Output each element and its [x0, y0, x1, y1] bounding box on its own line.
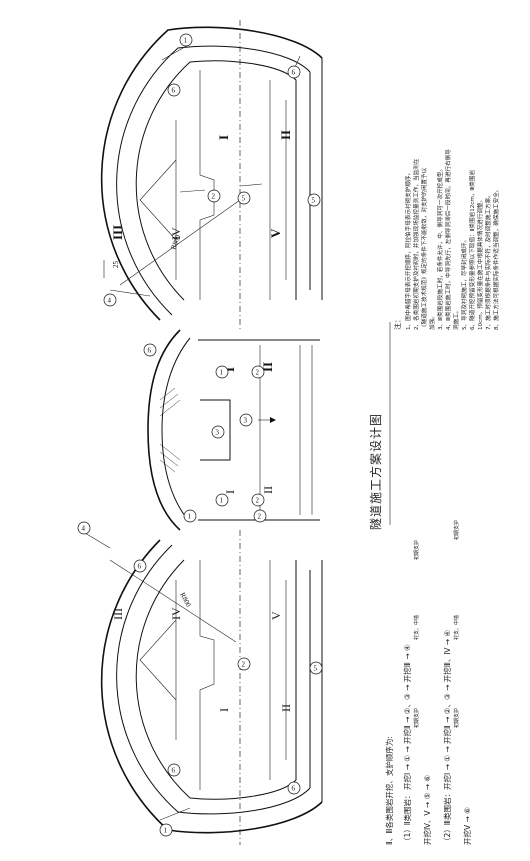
sequence-sub-1: 初期支护: [413, 708, 420, 728]
upper-partition-1: [199, 70, 215, 300]
note-line-12: 8、施工方法可根据实际条件作适当调整，确保施工安全。: [492, 187, 500, 330]
middle-label-II-lower: II: [261, 486, 275, 494]
upper-label-II: II: [278, 130, 293, 140]
upper-partition-3: [139, 159, 177, 241]
upper-radius-line: [119, 199, 241, 286]
svg-text:6: 6: [172, 87, 176, 95]
middle-arrow-head: [270, 417, 276, 423]
leader-7: [159, 807, 191, 821]
svg-text:1: 1: [220, 369, 224, 377]
upper-excavation-profile: [135, 60, 297, 301]
note-line-4: 加强。: [428, 313, 436, 330]
upper-inner-lining: [116, 45, 311, 316]
svg-text:6: 6: [292, 785, 296, 793]
lower-outer-lining: [100, 539, 323, 834]
middle-drift-inner: [161, 337, 191, 523]
lower-circle-labels: 4 1 2 6 2 5 6 6 1: [77, 509, 323, 837]
note-line-6: 4、Ⅲ类围岩施工时，中导洞先行，左侧导洞滞后一段时间，再进行右侧导: [444, 149, 452, 330]
lower-right-wall: [309, 560, 323, 802]
notes-block: 注： 1、图中希腊字母表示开挖顺序，阿拉伯字母表示衬砌支护顺序。 2、各类围岩初…: [393, 149, 500, 330]
note-line-11: 7、施工时须根据条件与实际不符，及时调整施工方案。: [484, 192, 492, 330]
middle-pillar: [200, 399, 231, 461]
upper-dim-25: 25: [112, 261, 120, 269]
upper-label-IV: IV: [169, 227, 183, 240]
lower-label-IV: IV: [169, 607, 183, 620]
svg-text:3: 3: [216, 429, 220, 437]
sequence-sub-2: 衬支、中墙: [413, 615, 420, 640]
middle-label-I-upper: I: [222, 367, 237, 372]
note-line-5: 3、Ⅲ类围岩段施工时，若条件允许，中、侧导洞可一次开挖成型。: [436, 166, 444, 330]
note-line-9: 6、隧道开挖预留变形量参照以下取值：Ⅱ类围岩12cm，Ⅲ类围岩: [468, 170, 476, 330]
note-line-2: 2、各类围岩初期支护及衬砌时，并加强现场监控量测工作，当监测在: [412, 158, 420, 330]
lower-tunnel-bore: R800: [79, 529, 323, 845]
upper-circle-labels: 1 6 6 2 5 5 4 6: [103, 33, 321, 357]
upper-tunnel-bore: R800 25: [100, 20, 323, 330]
middle-label-II-upper: II: [260, 362, 275, 372]
svg-text:1: 1: [184, 37, 188, 45]
svg-text:2: 2: [212, 193, 216, 201]
note-line-1: 1、图中希腊字母表示开挖顺序，阿拉伯字母表示衬砌支护顺序。: [404, 170, 412, 330]
lower-label-I: I: [217, 708, 231, 712]
svg-text:5: 5: [312, 197, 316, 205]
lower-radius-line: [109, 559, 237, 643]
lower-excavation-profile: [135, 559, 297, 800]
upper-outer-lining: [100, 26, 323, 321]
svg-text:4: 4: [82, 525, 86, 533]
lower-inner-lining: [116, 544, 311, 815]
middle-label-I-lower: I: [223, 490, 237, 494]
upper-label-V: V: [268, 228, 283, 238]
svg-text:5: 5: [242, 195, 246, 203]
leader-3: [179, 189, 206, 193]
svg-text:1: 1: [164, 827, 168, 835]
sequence-group1-title: （1）Ⅱ类围岩：: [402, 792, 412, 845]
sequence-group2-line2: 开挖Ⅴ → ⑥: [462, 807, 472, 845]
leader-5: [109, 289, 151, 297]
lower-label-III: III: [111, 608, 125, 620]
sequence-group2-line1: 开挖Ⅰ → ① → 开挖Ⅱ → ②、③ → 开挖Ⅲ、Ⅳ → ④: [442, 630, 452, 790]
sequence-group1-line2: 开挖Ⅳ、Ⅴ → ⑤ → ⑥: [422, 775, 432, 845]
sequence-heading: Ⅱ、Ⅲ各类围岩开挖、支护顺序为:: [384, 736, 394, 845]
note-line-8: 5、导洞及衬砌施工，尽早封闭成环。: [460, 237, 468, 330]
svg-text:3: 3: [244, 417, 248, 425]
notes-heading: 注：: [393, 316, 402, 330]
lower-partition-3: [139, 619, 177, 701]
lower-label-II: II: [279, 704, 293, 712]
sequence-sub-3: 初期支护: [413, 540, 420, 560]
svg-text:1: 1: [188, 513, 192, 521]
svg-text:5: 5: [314, 665, 318, 673]
upper-label-III: III: [110, 225, 125, 240]
sequence-group2-title: （2）Ⅲ类围岩：: [442, 790, 452, 845]
svg-text:2: 2: [256, 369, 260, 377]
svg-text:6: 6: [148, 347, 152, 355]
note-line-7: 洞施工。: [452, 308, 460, 330]
sequence-group1-line1: 开挖Ⅰ → ① → 开挖Ⅱ → ②、③ → 开挖Ⅲ → ④: [402, 644, 412, 790]
svg-text:2: 2: [242, 661, 246, 669]
svg-text:2: 2: [258, 513, 262, 521]
svg-text:2: 2: [256, 497, 260, 505]
lower-label-V: V: [269, 611, 283, 620]
svg-text:4: 4: [108, 297, 112, 305]
sequence-sub-5: 衬支、中墙: [453, 615, 460, 640]
middle-drift: [147, 329, 320, 531]
note-line-3: 《隧道施工技术规范》规定的条件下不能收敛，对支护的闲置予以: [420, 167, 428, 330]
svg-text:6: 6: [172, 767, 176, 775]
sequence-sub-6: 初期支护: [453, 520, 460, 540]
leader-4: [239, 183, 263, 187]
middle-circle-labels: 3 3 1 2 1 2: [211, 365, 265, 507]
note-line-10: 10cm，预留变形量在施工中根据具体情况进行调整。: [476, 197, 484, 330]
leader-1: [161, 43, 191, 61]
svg-text:1: 1: [220, 497, 224, 505]
svg-text:6: 6: [292, 69, 296, 77]
upper-right-wall: [309, 58, 323, 300]
middle-drift-outline: [147, 329, 181, 531]
sequence-block: Ⅱ、Ⅲ各类围岩开挖、支护顺序为: （1）Ⅱ类围岩： 开挖Ⅰ → ① → 开挖Ⅱ …: [384, 520, 472, 845]
pillar-hatch: [159, 387, 181, 473]
lower-partition-1: [199, 560, 215, 790]
drawing-title: 隧道施工方案设计图: [368, 413, 383, 530]
sequence-sub-4: 初期支护: [453, 708, 460, 728]
svg-text:6: 6: [138, 563, 142, 571]
upper-label-I: I: [216, 135, 231, 140]
